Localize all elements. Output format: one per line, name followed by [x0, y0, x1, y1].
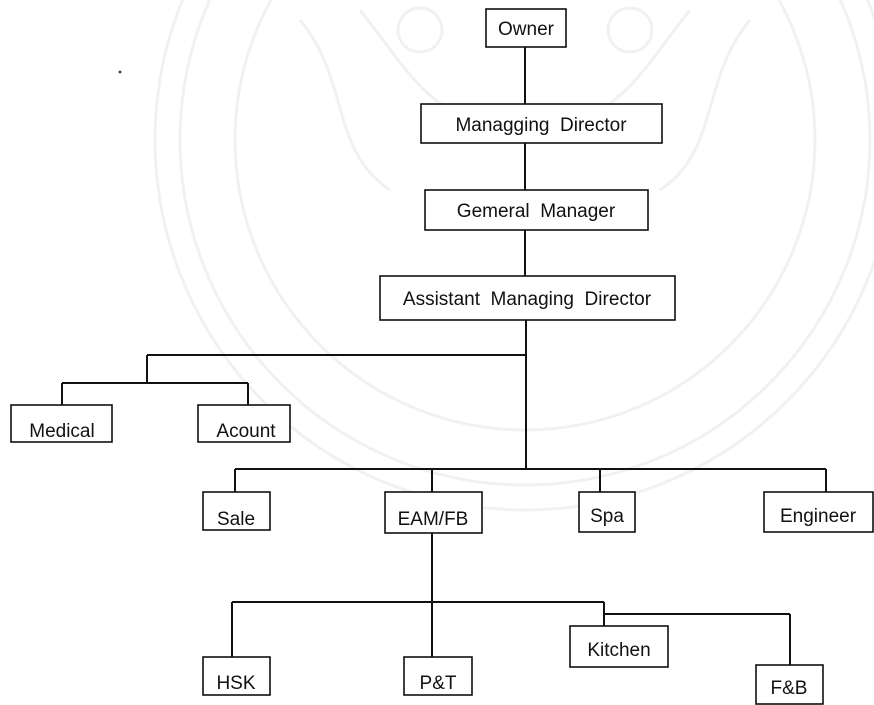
node-spa: Spa [578, 491, 636, 533]
svg-text:F&B: F&B [771, 678, 808, 699]
svg-text:Kitchen: Kitchen [587, 640, 650, 661]
node-acount: Acount [197, 404, 291, 443]
svg-text:HSK: HSK [216, 673, 255, 694]
node-eam-fb: EAM/FB [384, 491, 483, 534]
svg-text:Assistant Managing Director: Assistant Managing Director [403, 289, 652, 310]
node-assistant-managing-director: Assistant Managing Director [379, 275, 676, 321]
svg-text:P&T: P&T [420, 673, 457, 694]
node-sale: Sale [202, 491, 271, 531]
svg-text:Sale: Sale [217, 509, 255, 530]
node-general-manager: Gemeral Manager [424, 189, 649, 231]
svg-text:Gemeral Manager: Gemeral Manager [457, 201, 616, 222]
svg-text:Owner: Owner [498, 19, 555, 40]
connector-lines [61, 47, 827, 665]
svg-text:EAM/FB: EAM/FB [398, 509, 469, 530]
node-managing-director: Managging Director [420, 103, 663, 144]
svg-text:Engineer: Engineer [780, 506, 857, 527]
node-hsk: HSK [202, 656, 271, 696]
svg-text:Acount: Acount [216, 421, 276, 442]
node-p-and-t: P&T [403, 656, 473, 696]
node-medical: Medical [10, 404, 113, 443]
node-owner: Owner [485, 8, 567, 48]
stray-dot [118, 70, 122, 74]
node-engineer: Engineer [763, 491, 874, 533]
node-f-and-b: F&B [755, 664, 824, 705]
svg-text:Medical: Medical [29, 421, 94, 442]
svg-text:Managging Director: Managging Director [455, 115, 627, 136]
node-kitchen: Kitchen [569, 625, 669, 668]
svg-text:Spa: Spa [590, 506, 624, 527]
